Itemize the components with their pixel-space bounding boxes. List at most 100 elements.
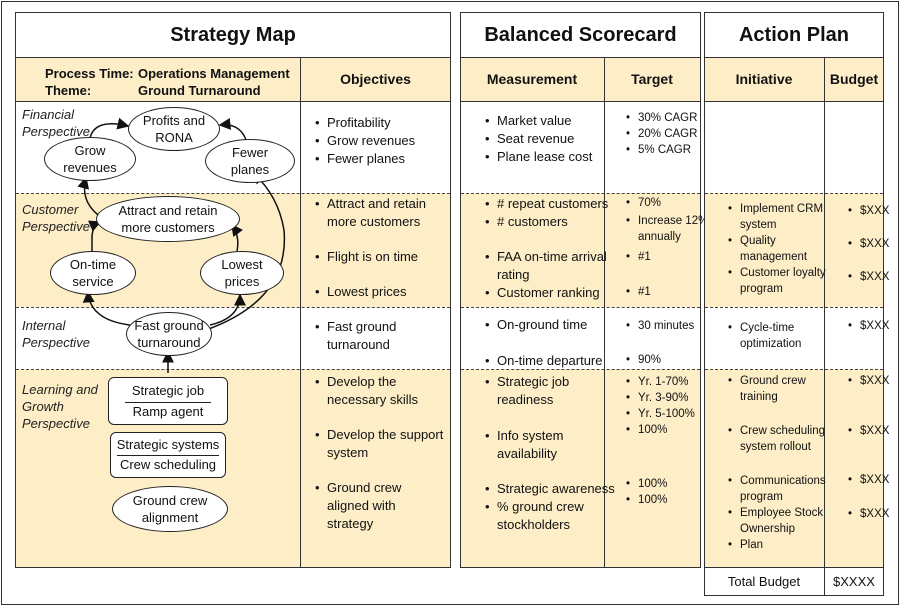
budget-header: Budget bbox=[829, 71, 879, 87]
learning-perspective-label: Learning and Growth Perspective bbox=[22, 382, 98, 431]
objective-item: Develop the support system bbox=[315, 426, 452, 462]
strategic-job-box: Strategic job Ramp agent bbox=[108, 377, 228, 425]
target-header: Target bbox=[631, 71, 673, 87]
objective-item: Fewer planes bbox=[315, 150, 457, 168]
budget-item: $XXX bbox=[848, 373, 898, 389]
target-item: Increase 12% annually bbox=[626, 213, 714, 245]
initiative-item: Communications program bbox=[728, 473, 836, 505]
on-time-service-node: On-time service bbox=[50, 251, 136, 295]
budget-item: $XXX bbox=[848, 269, 898, 285]
objective-item: Grow revenues bbox=[315, 132, 457, 150]
arrow-attract-to-grow bbox=[77, 176, 99, 216]
profits-node: Profits and RONA bbox=[128, 107, 220, 151]
scorecard-header-band bbox=[461, 58, 700, 101]
measurement-item: # customers bbox=[485, 213, 617, 231]
budget-item: $XXX bbox=[848, 236, 898, 252]
measurement-item: Strategic awareness bbox=[485, 480, 617, 498]
target-item: Yr. 3-90% bbox=[626, 390, 714, 406]
target-item: Yr. 5-100% bbox=[626, 406, 714, 422]
measurement-item: Info system availability bbox=[485, 427, 597, 463]
initiative-item: Customer loyalty program bbox=[728, 265, 836, 297]
objective-item: Develop the necessary skills bbox=[315, 373, 437, 409]
process-time-label: Process Time: bbox=[45, 66, 134, 81]
measurements-financial: Market value Seat revenue Plane lease co… bbox=[483, 112, 617, 166]
arrow-fast-to-lowest bbox=[209, 293, 246, 326]
objectives-internal: Fast ground turnaround bbox=[313, 318, 437, 354]
measurement-item: FAA on-time arrival rating bbox=[485, 248, 615, 284]
initiative-item: Implement CRM system bbox=[728, 201, 836, 233]
target-item: 90% bbox=[626, 352, 714, 368]
strategic-systems-divider bbox=[117, 455, 219, 456]
initiative-item: Ground crew training bbox=[728, 373, 836, 405]
grow-revenues-node-label: Grow revenues bbox=[63, 143, 117, 175]
target-item: #1 bbox=[626, 284, 714, 300]
grow-revenues-node: Grow revenues bbox=[44, 137, 136, 181]
strategic-job-divider bbox=[125, 402, 211, 403]
target-item: 100% bbox=[626, 476, 714, 492]
measurements-learning: Strategic job readiness Info system avai… bbox=[483, 373, 617, 534]
target-item: 100% bbox=[626, 492, 714, 508]
ground-crew-alignment-node: Ground crew alignment bbox=[112, 486, 228, 532]
measurement-item: # repeat customers bbox=[485, 195, 617, 213]
initiative-item: Cycle-time optimization bbox=[728, 320, 836, 352]
lowest-prices-node-label: Lowest prices bbox=[221, 257, 263, 289]
lowest-prices-node: Lowest prices bbox=[200, 251, 284, 295]
initiative-item: Employee Stock Ownership bbox=[728, 505, 836, 537]
customer-perspective-label: Customer Perspective bbox=[22, 202, 90, 234]
theme-label: Theme: bbox=[45, 83, 92, 98]
objective-item: Ground crew aligned with strategy bbox=[315, 479, 417, 533]
total-budget-value: $XXXX bbox=[833, 574, 875, 589]
targets-financial: 30% CAGR 20% CAGR 5% CAGR bbox=[624, 110, 714, 158]
objectives-header: Objectives bbox=[340, 71, 411, 87]
attract-retain-node-label: Attract and retain more customers bbox=[118, 203, 218, 235]
target-item: #1 bbox=[626, 249, 714, 265]
measurement-item: On-time departure bbox=[485, 352, 617, 370]
strategy-map-title: Strategy Map bbox=[170, 24, 296, 46]
initiative-item: Plan bbox=[728, 537, 836, 553]
target-item: Yr. 1-70% bbox=[626, 374, 714, 390]
arrow-fast-to-ontime bbox=[82, 290, 131, 326]
measurements-customer: # repeat customers # customers FAA on-ti… bbox=[483, 195, 617, 302]
target-item: 30 minutes bbox=[626, 318, 714, 334]
initiatives-internal: Cycle-time optimization bbox=[726, 320, 836, 352]
budget-item: $XXX bbox=[848, 203, 898, 219]
budgets-learning: $XXX $XXX $XXX $XXX bbox=[846, 373, 898, 522]
measurement-item: Strategic job readiness bbox=[485, 373, 587, 409]
objectives-financial: Profitability Grow revenues Fewer planes bbox=[313, 114, 457, 168]
budget-item: $XXX bbox=[848, 472, 898, 488]
internal-perspective-label: Internal Perspective bbox=[22, 318, 90, 350]
arrow-grow-to-profits bbox=[89, 117, 130, 139]
strategic-systems-box: Strategic systems Crew scheduling bbox=[110, 432, 226, 478]
on-time-service-node-label: On-time service bbox=[69, 257, 117, 289]
measurements-internal: On-ground time On-time departure bbox=[483, 316, 617, 370]
process-time-value: Operations Management bbox=[138, 66, 290, 81]
total-budget-label: Total Budget bbox=[727, 574, 801, 589]
fewer-planes-node: Fewer planes bbox=[205, 139, 295, 183]
attract-retain-node: Attract and retain more customers bbox=[96, 196, 240, 242]
action-plan-title: Action Plan bbox=[738, 24, 849, 46]
arrow-fast-to-fewer bbox=[205, 172, 286, 331]
measurement-item: Customer ranking bbox=[485, 284, 617, 302]
target-item: 100% bbox=[626, 422, 714, 438]
arrow-ontime-to-attract bbox=[87, 220, 102, 252]
objectives-customer: Attract and retain more customers Flight… bbox=[313, 195, 457, 301]
measurement-header: Measurement bbox=[486, 71, 578, 87]
target-item: 20% CAGR bbox=[626, 126, 714, 142]
target-item: 30% CAGR bbox=[626, 110, 714, 126]
strategic-systems-label: Strategic systems bbox=[116, 437, 220, 452]
strategic-job-label: Strategic job bbox=[131, 383, 205, 398]
arrow-fewer-to-profits bbox=[218, 117, 247, 141]
measurement-item: Seat revenue bbox=[485, 130, 617, 148]
initiatives-learning: Ground crew training Crew scheduling sys… bbox=[726, 373, 836, 553]
initiative-item: Quality management bbox=[728, 233, 836, 265]
measurement-item: On-ground time bbox=[485, 316, 617, 334]
target-item: 70% bbox=[626, 195, 714, 211]
action-plan-panel bbox=[704, 12, 884, 596]
objective-item: Attract and retain more customers bbox=[315, 195, 447, 231]
action-header-band bbox=[705, 58, 883, 101]
objective-item: Profitability bbox=[315, 114, 457, 132]
initiative-item: Crew scheduling system rollout bbox=[728, 423, 836, 455]
theme-value: Ground Turnaround bbox=[138, 83, 261, 98]
